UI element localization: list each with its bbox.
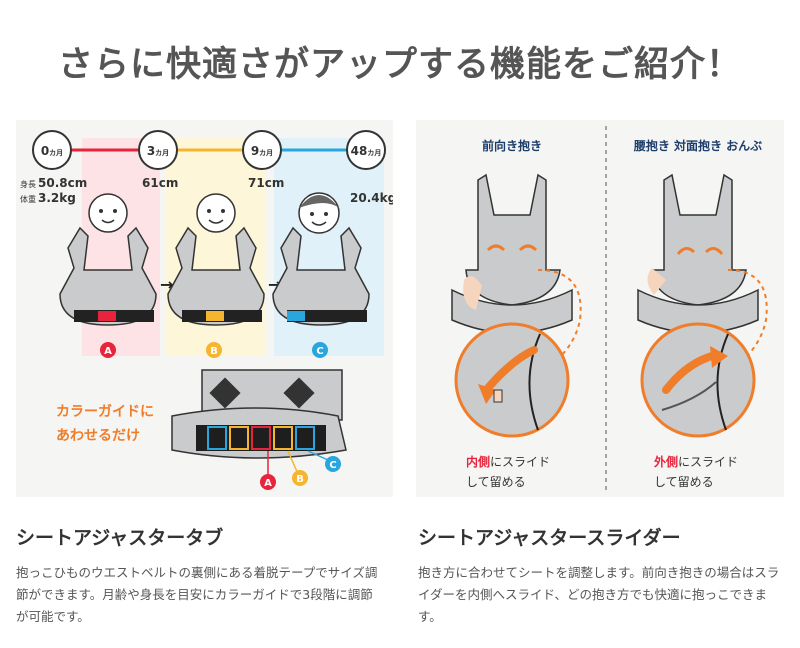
section-heading-tab: シートアジャスタータブ: [16, 527, 224, 549]
section-description-slider: 抱き方に合わせてシートを調整します。前向き抱きの場合はスラ イダーを内側へスライ…: [418, 565, 780, 624]
slider-diagram: 前向き抱き 腰抱き 対面抱き おんぶ 内側にスライド して留める: [451, 126, 768, 490]
baby-face-icon: [88, 193, 128, 233]
color-guide-line1: カラーガイドに: [56, 404, 154, 420]
toddler-face-icon: [196, 193, 236, 233]
seat-adjuster-tab-illustration: 0カ月 3カ月 9カ月 48カ月 身長 50.8cm 体重 3.2kg 61cm…: [16, 120, 393, 497]
weight-label: 体重: [20, 194, 36, 204]
height-0: 50.8cm: [38, 176, 87, 190]
inner-slide-caption-line2: して留める: [466, 475, 526, 489]
height-3: 61cm: [142, 176, 178, 190]
age-circle-9: 9カ月: [242, 130, 282, 170]
color-guide-line2: あわせるだけ: [56, 428, 140, 444]
svg-text:9カ月: 9カ月: [251, 144, 273, 158]
age-circle-3: 3カ月: [138, 130, 178, 170]
svg-text:A: A: [264, 478, 272, 489]
child-face-icon: [298, 192, 340, 234]
marker-a: A: [100, 342, 116, 358]
weight-48: 20.4kg: [350, 191, 393, 205]
heading-other-positions: 腰抱き 対面抱き おんぶ: [633, 138, 762, 153]
svg-text:B: B: [210, 346, 218, 357]
page-title: さらに快適さがアップする機能をご紹介！: [57, 45, 742, 85]
section-description-tab: 抱っこひものウエストベルトの裏側にある着脱テープでサイズ調 節ができます。月齢や…: [16, 565, 378, 624]
height-label: 身長: [20, 179, 36, 189]
closeup-marker-a: A: [260, 474, 276, 490]
inner-slide-caption: 内側にスライド: [466, 454, 550, 469]
closeup-inner: [454, 322, 570, 438]
svg-text:3カ月: 3カ月: [147, 144, 169, 158]
closeup-marker-b: B: [292, 470, 308, 486]
age-circle-48: 48カ月: [346, 130, 386, 170]
heading-forward-facing: 前向き抱き: [482, 138, 542, 153]
svg-text:B: B: [296, 474, 304, 485]
marker-c: C: [312, 342, 328, 358]
outer-slide-caption-line2: して留める: [654, 475, 714, 489]
weight-0: 3.2kg: [38, 191, 76, 205]
carrier-large: [272, 226, 370, 326]
svg-text:A: A: [104, 346, 112, 357]
height-9: 71cm: [248, 176, 284, 190]
carrier-medium: [167, 226, 265, 326]
section-heading-slider: シートアジャスタースライダー: [418, 527, 681, 549]
seat-adjuster-slider-illustration: 前向き抱き 腰抱き 対面抱き おんぶ 内側にスライド して留める: [416, 120, 784, 497]
belt-closeup: [171, 369, 347, 476]
svg-text:C: C: [316, 346, 323, 357]
outer-slide-caption: 外側にスライド: [654, 454, 738, 469]
svg-text:0カ月: 0カ月: [41, 144, 63, 158]
marker-b: B: [206, 342, 222, 358]
carrier-other: [637, 173, 759, 334]
svg-text:C: C: [329, 460, 336, 471]
svg-text:48カ月: 48カ月: [351, 144, 382, 158]
tab-diagram: 0カ月 3カ月 9カ月 48カ月 身長 50.8cm 体重 3.2kg 61cm…: [20, 130, 393, 490]
age-circle-0: 0カ月: [32, 130, 72, 170]
carrier-small: [59, 226, 157, 326]
carrier-forward: [451, 173, 573, 334]
closeup-marker-c: C: [325, 456, 341, 472]
closeup-outer: [640, 322, 756, 438]
